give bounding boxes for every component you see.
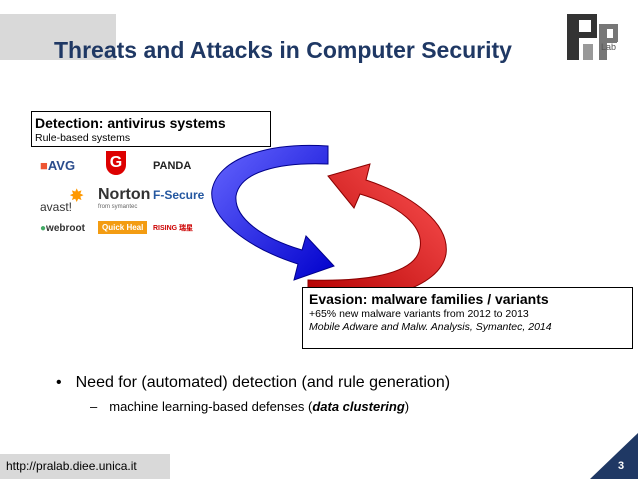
gdata-logo: G	[106, 151, 126, 175]
bullet-main: • Need for (automated) detection (and rul…	[56, 374, 450, 392]
bullet-sub-emphasis: data clustering	[312, 399, 405, 414]
quickheal-logo: Quick Heal	[98, 221, 148, 234]
detection-box: Detection: antivirus systems Rule-based …	[31, 111, 271, 147]
evasion-line1: +65% new malware variants from 2012 to 2…	[309, 308, 529, 320]
blue-arrow	[211, 144, 335, 281]
bullet-main-text: Need for (automated) detection (and rule…	[75, 374, 451, 391]
avg-logo: ■AVG	[40, 158, 76, 173]
evasion-title: Evasion: malware families / variants	[309, 291, 549, 307]
red-arrow	[307, 163, 447, 302]
page-number: 3	[618, 460, 625, 472]
header-grey-block	[0, 14, 116, 60]
bullet-sub-suffix: )	[404, 399, 410, 414]
norton-logo: Norton from symantec	[98, 186, 151, 210]
slide-title: Threats and Attacks in Computer Security	[54, 37, 512, 63]
dash-icon: –	[90, 399, 98, 414]
evasion-box: Evasion: malware families / variants +65…	[302, 287, 633, 349]
evasion-line2: Mobile Adware and Malw. Analysis, Symant…	[309, 321, 552, 333]
panda-logo: PANDA	[153, 160, 192, 172]
logo-lab-text: Lab	[601, 42, 617, 52]
bullet-dot-icon: •	[56, 374, 62, 391]
pralab-logo	[567, 14, 618, 60]
footer-url[interactable]: http://pralab.diee.unica.it	[0, 454, 170, 479]
bullet-sub: –machine learning-based defenses (data c…	[90, 399, 409, 414]
bullet-sub-prefix: machine learning-based defenses (	[109, 399, 313, 414]
detection-subtitle: Rule-based systems	[35, 132, 131, 144]
fsecure-logo: F-Secure	[153, 188, 205, 202]
corner-triangle	[590, 433, 638, 479]
avast-mark-icon: ✸	[70, 188, 84, 205]
webroot-logo: ●webroot	[40, 223, 85, 234]
rising-logo: RISING 瑞星	[153, 225, 194, 232]
cycle-arrows	[211, 144, 447, 302]
avast-logo: avast!	[40, 200, 73, 214]
detection-title: Detection: antivirus systems	[35, 115, 226, 131]
